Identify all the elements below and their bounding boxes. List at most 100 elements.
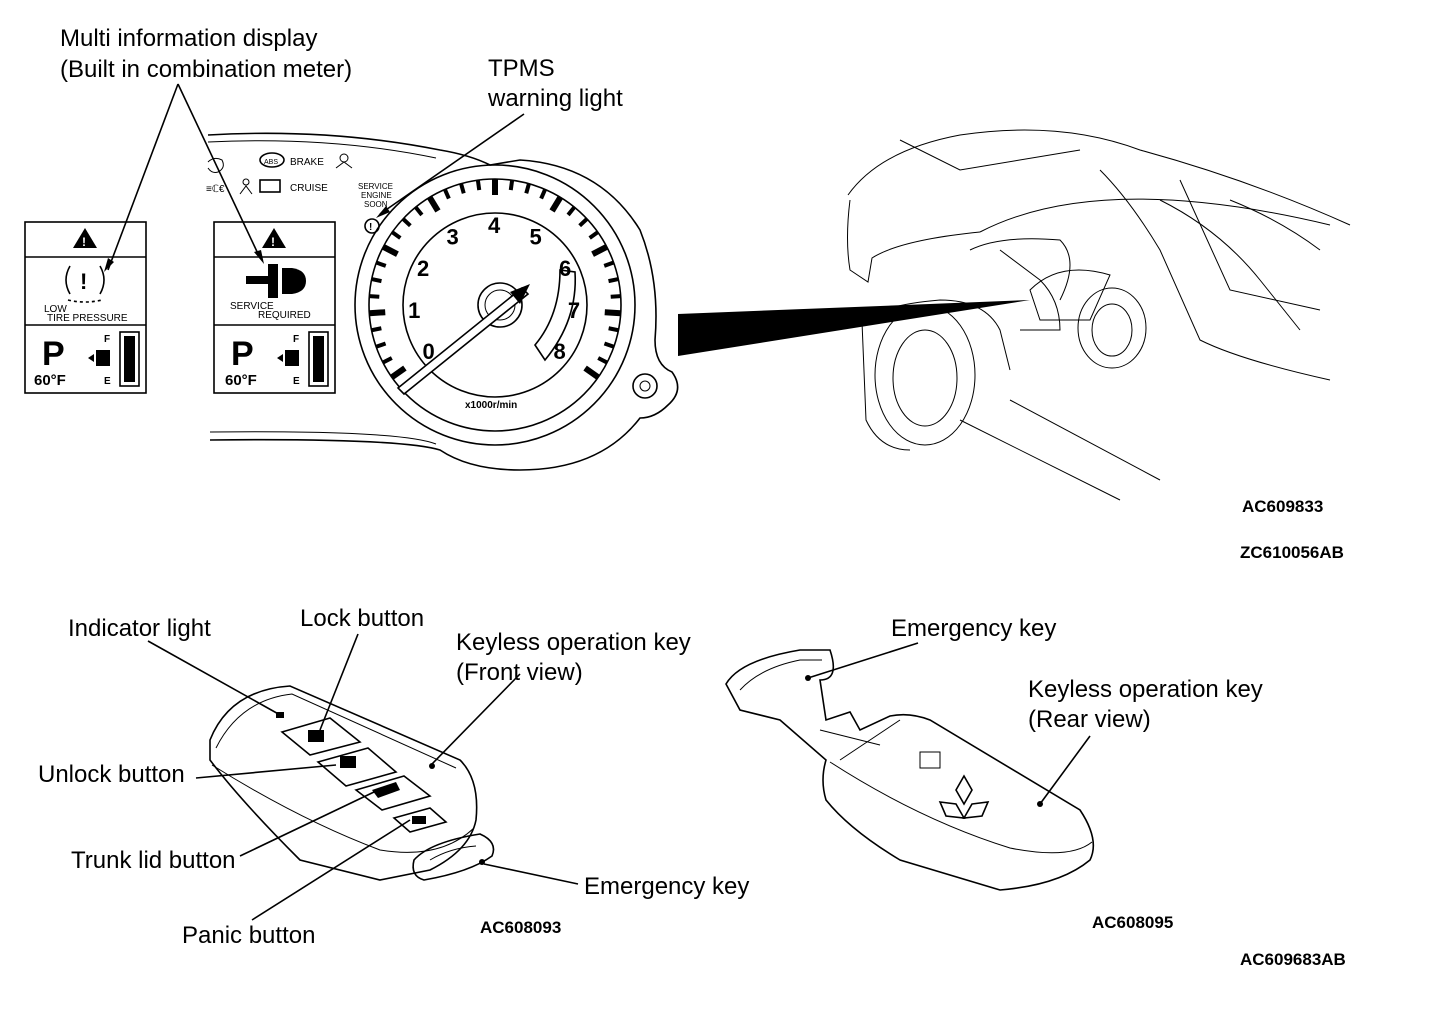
- keyless-key-front-view: [147, 633, 579, 921]
- tach-number: 2: [417, 256, 429, 281]
- figure-code-key-rear: AC608095: [1092, 913, 1173, 932]
- display2-temp: 60°F: [225, 372, 257, 389]
- cruise-lamp-text: CRUISE: [290, 183, 328, 194]
- callout-keyless-front-line2: (Front view): [456, 659, 583, 686]
- display1-fuel-bar: [124, 336, 135, 382]
- tach-number: 7: [568, 298, 580, 323]
- warning-lamp-row: ABS BRAKE ≡ℂ€ CRUISE SERVICE ENGINE SOON…: [206, 152, 393, 234]
- display2-gear: P: [231, 335, 254, 373]
- tach-number: 6: [559, 256, 571, 281]
- tach-tick: [375, 260, 387, 268]
- mid-display-tire-pressure: ! ! LOW TIRE PRESSURE P 60°F F E: [24, 221, 147, 394]
- trunk-icon: [372, 782, 400, 798]
- sheet-code-cluster: ZC610056AB: [1240, 543, 1344, 562]
- display2-msg-2: REQUIRED: [258, 310, 311, 321]
- tire-pressure-icon: [65, 265, 105, 295]
- sheet-code-key: AC609683AB: [1240, 950, 1346, 969]
- fuel-pump-icon: [96, 350, 110, 366]
- callout-tpms-line1: TPMS: [488, 55, 555, 82]
- callout-unlock-button: Unlock button: [38, 761, 185, 788]
- lock-icon: [308, 730, 324, 742]
- leader-tpms: [379, 113, 525, 215]
- wrench-icon: [246, 264, 306, 298]
- svg-text:≡ℂ€: ≡ℂ€: [206, 184, 225, 195]
- display1-fuel-e: E: [104, 376, 111, 387]
- callout-panic-button: Panic button: [182, 922, 315, 949]
- tach-tick: [539, 188, 547, 200]
- display2-fuel-f: F: [293, 334, 299, 345]
- tach-tick: [578, 217, 589, 228]
- tach-tick: [382, 356, 393, 365]
- display1-temp: 60°F: [34, 372, 66, 389]
- trunk-lid-button[interactable]: [354, 775, 432, 811]
- tach-unit-label: x1000r/min: [465, 400, 517, 411]
- display1-gear: P: [42, 335, 65, 373]
- tach-number: 5: [530, 225, 542, 250]
- display2-fuel-e: E: [293, 376, 300, 387]
- fuel-pump-icon: [285, 350, 299, 366]
- tach-tick: [390, 365, 407, 380]
- callout-multi-info-display-line1: Multi information display: [60, 25, 317, 52]
- emblem-slot: [919, 751, 941, 769]
- tach-tick: [371, 277, 382, 284]
- figure-code-key-front: AC608093: [480, 918, 561, 937]
- leader-display-1: [107, 83, 179, 271]
- mid-display-service-required: ! SERVICE REQUIRED P 60°F F E: [213, 221, 336, 394]
- service-engine-2: ENGINE: [361, 191, 392, 200]
- abs-lamp-text: ABS: [264, 159, 278, 166]
- callout-indicator-light: Indicator light: [68, 615, 211, 642]
- tach-tick: [608, 326, 619, 333]
- tach-tick: [588, 230, 599, 240]
- callout-trunk-lid-button: Trunk lid button: [71, 847, 236, 874]
- svg-text:!: !: [271, 235, 275, 249]
- tach-tick: [566, 205, 576, 217]
- display1-fuel-f: F: [104, 334, 110, 345]
- tach-tick: [604, 309, 621, 317]
- tach-tick: [414, 205, 424, 217]
- callout-keyless-rear-line2: (Rear view): [1028, 706, 1151, 733]
- tachometer-ticks: [369, 179, 621, 380]
- tach-number: 3: [446, 225, 458, 250]
- tach-tick: [583, 365, 600, 380]
- tach-tick: [369, 294, 380, 299]
- unlock-button[interactable]: [316, 747, 398, 787]
- tach-tick: [508, 179, 515, 191]
- car-interior-illustration: [847, 129, 1351, 501]
- emergency-key-blade-front[interactable]: [412, 833, 495, 881]
- tach-tick: [401, 217, 412, 228]
- tach-tick: [443, 188, 451, 200]
- tach-tick: [375, 341, 387, 349]
- tach-tick: [610, 294, 621, 299]
- keyless-key-rear-view: [725, 642, 1095, 891]
- service-engine-1: SERVICE: [358, 182, 393, 191]
- leader-display-2: [177, 83, 261, 259]
- tach-tick: [591, 244, 609, 257]
- tach-number: 8: [554, 339, 566, 364]
- three-diamond-logo-icon: [938, 774, 990, 819]
- tach-tick: [381, 244, 399, 257]
- tach-tick: [608, 277, 619, 284]
- lock-button[interactable]: [280, 717, 362, 756]
- tach-tick: [524, 183, 531, 194]
- tach-number: 1: [408, 298, 420, 323]
- display2-fuel-bar: [313, 336, 324, 382]
- tach-number: 4: [488, 213, 501, 238]
- display2-msg-1: SERVICE: [230, 301, 274, 312]
- panic-button[interactable]: [392, 807, 448, 833]
- warning-triangle-icon: [262, 228, 286, 248]
- tach-tick: [371, 326, 382, 333]
- callout-lock-button: Lock button: [300, 605, 424, 632]
- svg-text:!: !: [82, 235, 86, 249]
- tpms-lamp-icon: [364, 218, 380, 234]
- tach-tick: [597, 356, 608, 365]
- panic-icon: [412, 816, 426, 824]
- tach-tick: [603, 341, 615, 349]
- callout-multi-info-display-line2: (Built in combination meter): [60, 56, 352, 83]
- location-pointer: [678, 300, 1030, 356]
- tach-tick: [603, 260, 615, 268]
- tach-tick: [391, 230, 402, 240]
- tach-tick: [459, 183, 466, 194]
